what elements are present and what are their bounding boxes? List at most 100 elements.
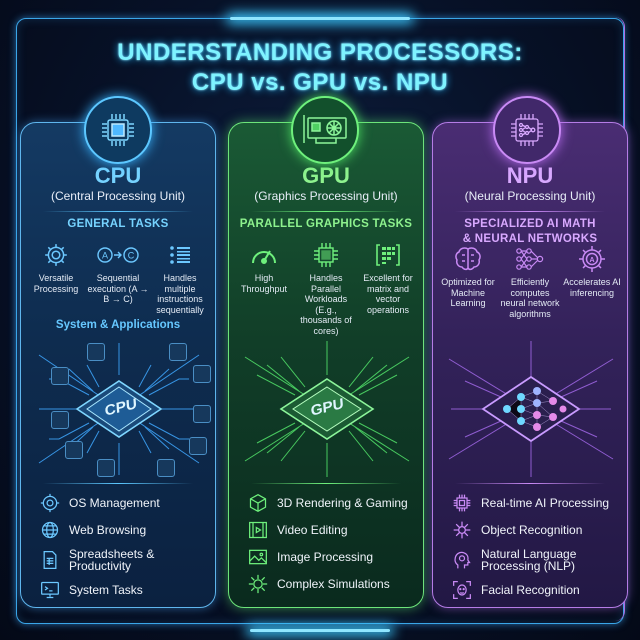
cpu-chip-illustration: CPU — [29, 335, 211, 483]
divider — [455, 211, 605, 212]
feature-item: High Throughput — [233, 241, 295, 336]
feature-text: Optimized for Machine Learning — [441, 277, 495, 308]
feature-text: High Throughput — [240, 273, 288, 294]
gpu-category: PARALLEL GRAPHICS TASKS — [239, 218, 413, 230]
list-item: Image Processing — [247, 543, 413, 570]
globe-app-icon — [65, 441, 83, 459]
top-glow-line — [230, 17, 410, 20]
feature-item: Excellent for matrix and vector operatio… — [357, 241, 419, 336]
cube-icon — [247, 492, 269, 514]
settings-app-icon — [193, 365, 211, 383]
feature-text: Handles Parallel Workloads (E.g., thousa… — [300, 273, 352, 336]
gear-app-icon — [157, 459, 175, 477]
gpu-features: High Throughput Handles Parallel Workloa… — [229, 241, 423, 336]
list-item: Facial Recognition — [451, 576, 617, 603]
gpu-chip-illustration: GPU — [237, 335, 415, 483]
list-item: Complex Simulations — [247, 570, 413, 597]
list-item-text: Complex Simulations — [277, 576, 390, 591]
list-item-text: Video Editing — [277, 522, 348, 537]
title-line-1: UNDERSTANDING PROCESSORS: — [117, 39, 523, 66]
speedometer-icon — [233, 241, 295, 269]
npu-category-line-2: & NEURAL NETWORKS — [462, 233, 598, 245]
neural-network-icon — [499, 245, 561, 273]
npu-full-name: (Neural Processing Unit) — [464, 189, 596, 203]
divider — [43, 483, 193, 484]
cpu-chip-icon — [102, 114, 134, 146]
list-item-text: Facial Recognition — [481, 582, 580, 597]
list-item-text: Object Recognition — [481, 522, 583, 537]
list-item: Video Editing — [247, 516, 413, 543]
image-icon — [247, 546, 269, 568]
feature-item: Efficiently computes neural network algo… — [499, 245, 561, 319]
feature-text: Sequential execution (A → B → C) — [87, 273, 149, 304]
list-item-text: Real-time AI Processing — [481, 495, 610, 510]
virus-node-icon — [451, 519, 473, 541]
ai-gear-icon: A — [561, 245, 623, 273]
gear-icon — [39, 492, 61, 514]
network-sun-icon — [247, 573, 269, 595]
list-item: OS Management — [39, 489, 205, 516]
face-scan-icon — [451, 579, 473, 601]
spreadsheet-icon — [39, 549, 61, 571]
list-item-text: Natural Language Processing (NLP) — [481, 546, 577, 573]
feature-text: Versatile Processing — [33, 273, 79, 294]
cpu-use-list: OS Management Web Browsing Spreadsheets … — [39, 489, 205, 603]
feature-item: Optimized for Machine Learning — [437, 245, 499, 319]
matrix-icon — [357, 241, 419, 269]
feature-item: A Accelerates AI inferencing — [561, 245, 623, 319]
list-item: Web Browsing — [39, 516, 205, 543]
head-brain-icon — [451, 549, 473, 571]
gpu-name: GPU — [302, 163, 350, 188]
list-item: Real-time AI Processing — [451, 489, 617, 516]
app-icon — [169, 343, 187, 361]
graphics-card-icon — [303, 115, 347, 144]
cpu-panel: CPU (Central Processing Unit) GENERAL TA… — [20, 122, 216, 608]
list-item: Natural Language Processing (NLP) — [451, 543, 617, 576]
list-item-text: OS Management — [69, 495, 160, 510]
cpu-chip-badge — [84, 96, 152, 164]
list-item-text: 3D Rendering & Gaming — [277, 495, 408, 510]
npu-category-line-1: SPECIALIZED AI MATH — [464, 218, 596, 230]
app-icon — [193, 405, 211, 423]
chip-icon — [451, 492, 473, 514]
terminal-icon — [39, 579, 61, 601]
feature-text: Excellent for matrix and vector operatio… — [363, 273, 413, 315]
npu-name: NPU — [506, 163, 554, 188]
cpu-name: CPU — [94, 163, 142, 188]
npu-neural-chip-illustration — [441, 335, 619, 483]
film-icon — [247, 519, 269, 541]
feature-text: Handles multiple instructions sequential… — [156, 273, 204, 315]
feature-item: Versatile Processing — [25, 241, 87, 315]
document-app-icon — [97, 459, 115, 477]
multi-core-chip-icon — [295, 241, 357, 269]
feature-item: Handles multiple instructions sequential… — [149, 241, 211, 315]
svg-text:A: A — [102, 251, 108, 261]
divider — [251, 211, 401, 212]
svg-text:C: C — [128, 251, 135, 261]
cpu-category: GENERAL TASKS — [67, 218, 169, 230]
globe-icon — [39, 519, 61, 541]
tools-app-icon — [189, 437, 207, 455]
gpu-full-name: (Graphics Processing Unit) — [254, 189, 398, 203]
feature-text: Accelerates AI inferencing — [563, 277, 621, 298]
list-item: Object Recognition — [451, 516, 617, 543]
bottom-glow-line — [250, 629, 390, 632]
cpu-subtitle: System & Applications — [55, 319, 181, 331]
brain-icon — [437, 245, 499, 273]
list-item: System Tasks — [39, 576, 205, 603]
title-line-2: CPU vs. GPU vs. NPU — [191, 69, 449, 96]
list-item-text: Spreadsheets & Productivity — [69, 546, 155, 573]
gpu-card-badge — [291, 96, 359, 164]
folder-app-icon — [87, 343, 105, 361]
list-item-text: System Tasks — [69, 582, 143, 597]
gpu-use-list: 3D Rendering & Gaming Video Editing Imag… — [247, 489, 413, 597]
list-item-text: Image Processing — [277, 549, 374, 564]
npu-use-list: Real-time AI Processing Object Recogniti… — [451, 489, 617, 603]
divider — [43, 211, 193, 212]
list-icon — [149, 241, 211, 269]
list-item: 3D Rendering & Gaming — [247, 489, 413, 516]
svg-text:A: A — [589, 257, 594, 264]
